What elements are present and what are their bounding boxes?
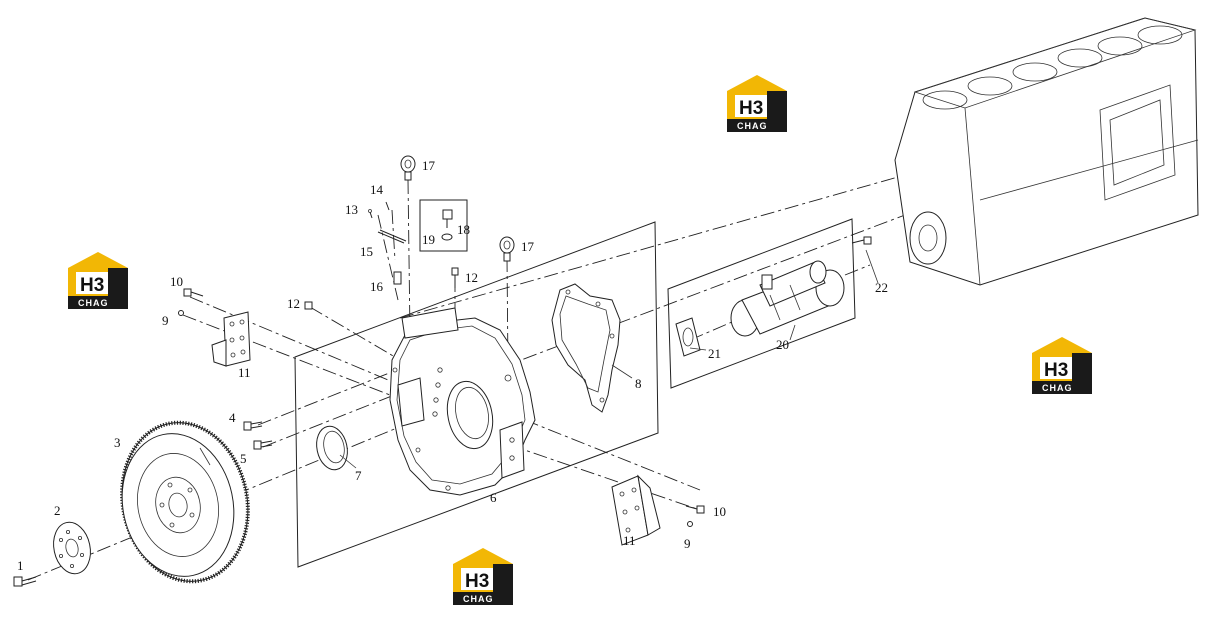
pin-14 [385,201,390,211]
engine-block [894,17,1199,286]
callout-9b: 9 [684,536,691,551]
callout-17a: 17 [422,158,436,173]
callout-22: 22 [875,280,888,295]
bolt-9-left [178,310,184,316]
callout-3: 3 [114,435,121,450]
flywheel-housing [389,307,536,496]
starter-bolt [851,236,872,245]
callout-6: 6 [490,490,497,505]
svg-text:CHAG: CHAG [78,298,109,308]
callout-7: 7 [355,468,362,483]
callout-9a: 9 [162,313,169,328]
bolt-12-top [451,267,459,288]
housing-gasket [551,283,621,413]
bolt-9-right [687,521,693,527]
callout-15: 15 [360,244,373,259]
flywheel [120,420,250,584]
watermark-logo: H3 CHAG [68,252,128,309]
callout-12b: 12 [465,270,478,285]
callout-13: 13 [345,202,358,217]
callout-11a: 11 [238,365,251,380]
callout-18: 18 [457,222,470,237]
housing-group-frame [294,221,659,568]
callout-8: 8 [635,376,642,391]
starter-motor [730,260,845,337]
flywheel-bolt [13,576,37,587]
callout-14: 14 [370,182,384,197]
svg-text:H3: H3 [465,571,489,592]
svg-text:CHAG: CHAG [737,121,768,131]
svg-text:H3: H3 [80,275,104,296]
starter-gasket [675,317,701,357]
assembly-lines [27,174,906,581]
svg-text:CHAG: CHAG [1042,383,1073,393]
watermark-logo: H3 CHAG [727,75,787,132]
leader-lines [199,249,879,469]
svg-text:H3: H3 [1044,360,1068,381]
callout-5: 5 [240,451,247,466]
callout-19: 19 [422,232,435,247]
callouts: 1 2 3 4 5 6 7 8 9 9 10 10 11 11 12 12 13… [17,158,888,573]
bolt-5 [253,440,273,450]
flywheel-plate [53,521,91,575]
bushing-16 [393,271,402,285]
lifting-eye-left [400,155,416,181]
dowel-15 [377,229,407,244]
callout-20: 20 [776,337,789,352]
callout-10a: 10 [170,274,183,289]
starter-group-frame [667,218,856,389]
bolt-group-frame [419,199,468,252]
bolt-12-left [304,301,313,310]
engine-bracket-left [211,311,251,367]
callout-11b: 11 [623,533,636,548]
callout-12a: 12 [287,296,300,311]
svg-text:H3: H3 [739,98,763,119]
bolt-18 [442,209,453,228]
callout-17b: 17 [521,239,535,254]
callout-10b: 10 [713,504,726,519]
bolt-10-right [685,505,705,514]
callout-16: 16 [370,279,384,294]
pin-13 [368,209,373,219]
callout-1: 1 [17,558,24,573]
callout-4: 4 [229,410,236,425]
oil-seal [316,425,348,471]
engine-bracket-right [611,474,661,546]
callout-2: 2 [54,503,61,518]
bolt-4 [243,421,263,431]
washer-19 [441,233,453,241]
watermark-logo: H3 CHAG [453,548,513,605]
lifting-eye-right [499,236,515,262]
bolt-10-left [183,288,204,297]
svg-text:CHAG: CHAG [463,594,494,604]
callout-21: 21 [708,346,721,361]
watermark-logo: H3 CHAG [1032,337,1092,394]
